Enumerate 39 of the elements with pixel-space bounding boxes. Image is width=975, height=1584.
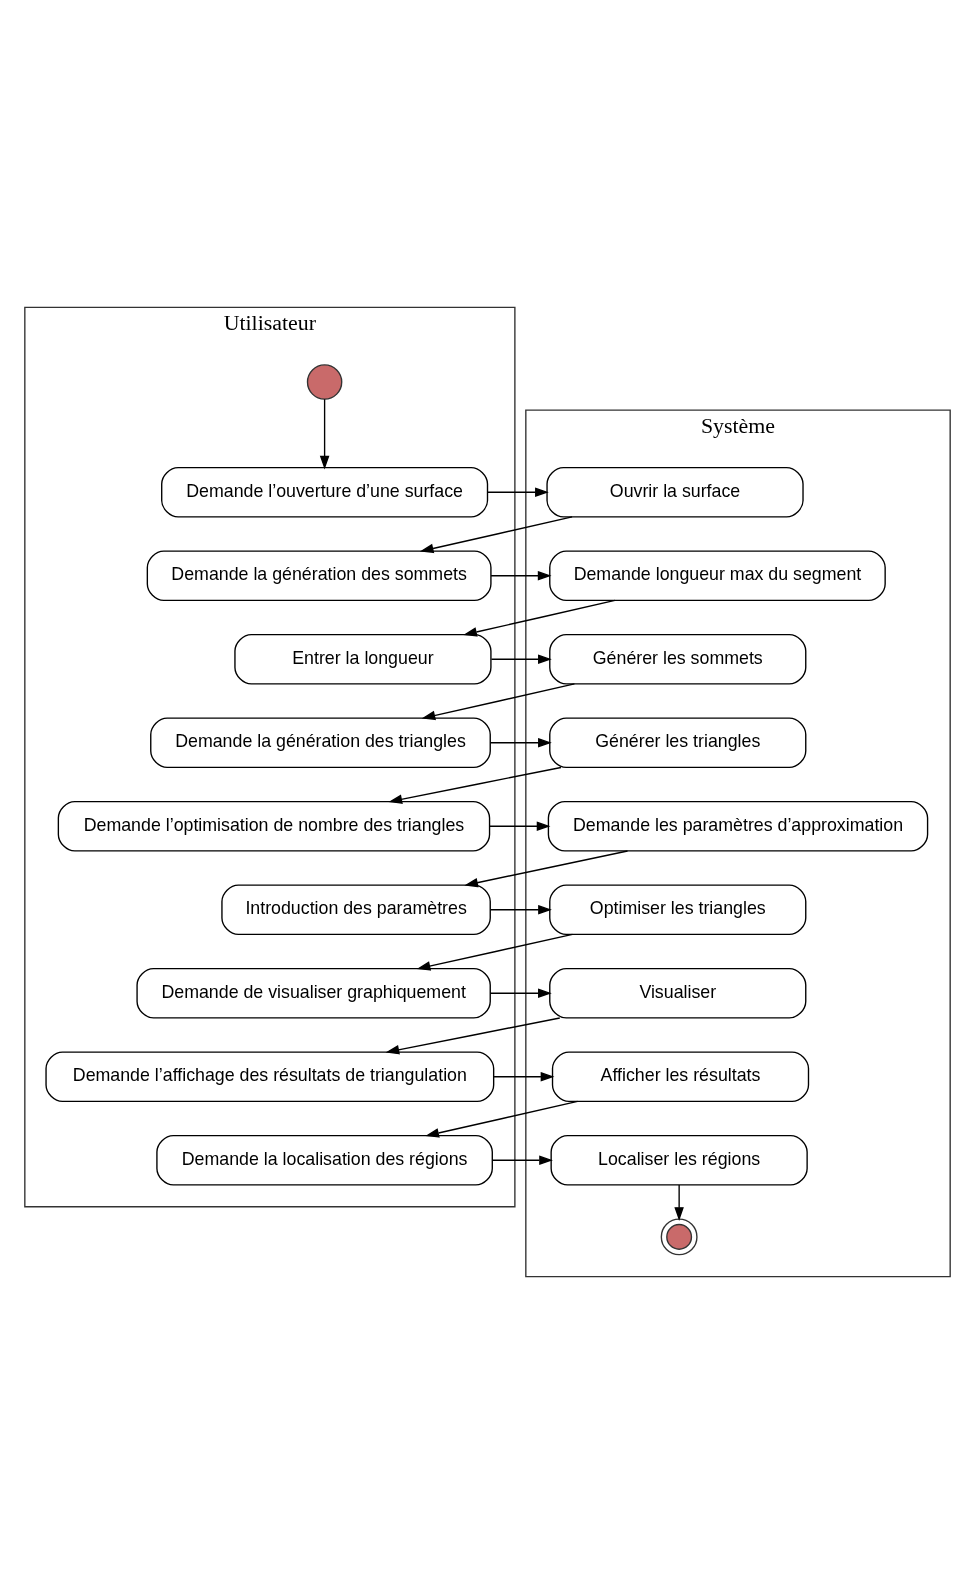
arrow: [490, 570, 552, 581]
arrow: [489, 737, 552, 748]
node-box: Demande l’ouverture d’une surface: [161, 466, 489, 518]
node-box: Localiser les régions: [550, 1134, 808, 1186]
arrow: [388, 766, 562, 804]
arrow: [490, 654, 552, 664]
node-box: Afficher les résultats: [551, 1051, 810, 1103]
node-box: Générer les triangles: [549, 717, 807, 769]
arrow: [674, 1184, 684, 1221]
node-box: Demande la génération des sommets: [146, 550, 492, 602]
arrow: [491, 1155, 553, 1165]
arrow: [493, 1071, 555, 1082]
node-box: Demande la localisation des régions: [156, 1134, 493, 1186]
node-box: Demande l’optimisation de nombre des triangles: [57, 800, 491, 852]
node-box: Introduction des paramètres: [221, 884, 491, 936]
node-circle: [660, 1218, 698, 1256]
node-box: Demande l’affichage des résultats de triangulation: [45, 1051, 495, 1103]
arrow: [425, 1100, 579, 1138]
arrow: [419, 516, 573, 554]
node-box: Demande la génération des triangles: [150, 717, 491, 769]
node-box: Demande de visualiser graphiquement: [136, 967, 491, 1019]
node-circle: [306, 364, 343, 400]
arrow: [489, 904, 552, 915]
arrow: [416, 933, 574, 971]
node-box: Demande les paramètres d’approximation: [547, 800, 929, 852]
arrow: [385, 1017, 561, 1055]
node-box: Ouvrir la surface: [546, 466, 804, 518]
node-box: Générer les sommets: [549, 633, 807, 685]
arrow: [488, 821, 551, 831]
arrow: [489, 988, 552, 998]
arrow: [463, 599, 616, 637]
arrow: [464, 850, 629, 888]
arrow: [319, 398, 330, 470]
node-box: Demande longueur max du segment: [549, 550, 886, 602]
arrow: [487, 487, 549, 497]
node-box: Entrer la longueur: [234, 633, 492, 685]
arrow: [421, 683, 576, 721]
node-box: Optimiser les triangles: [549, 884, 807, 936]
node-box: Visualiser: [549, 967, 807, 1019]
